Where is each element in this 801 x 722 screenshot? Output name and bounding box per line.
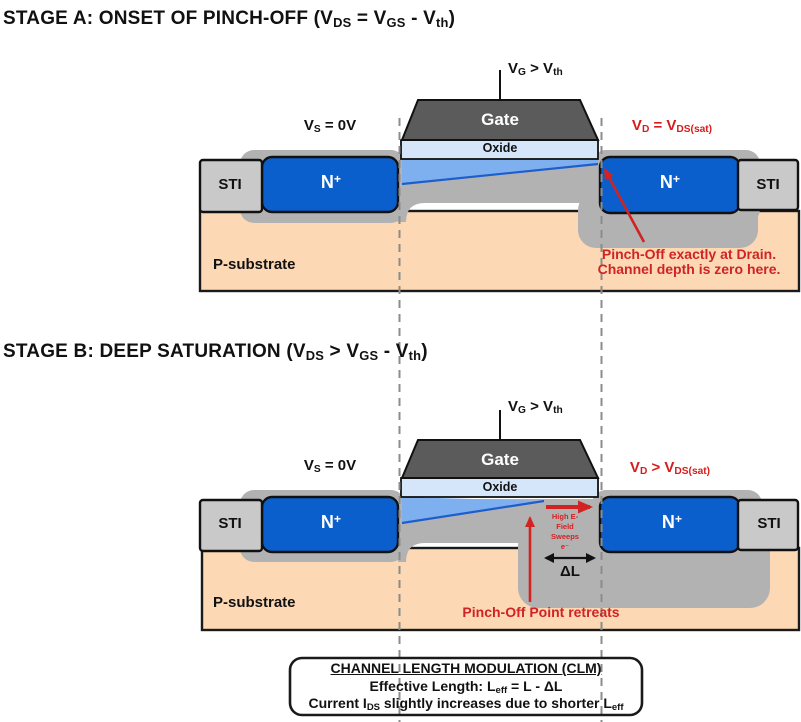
source-voltage-label-b: VS = 0V [303, 457, 357, 476]
source-voltage-label-a: VS = 0V [303, 117, 357, 136]
drain-nplus-label-b: N+ [661, 512, 683, 532]
gate-label-a: Gate [481, 110, 519, 129]
clm-effective-length-line: Effective Length: Leff = L - ΔL [369, 677, 563, 696]
channel-wedge-a [402, 159, 598, 184]
drain-nplus-label-a: N+ [659, 172, 681, 192]
stage-a-title: STAGE A: ONSET OF PINCH-OFF (VDS = VGS -… [3, 8, 456, 30]
channel-edge-b [401, 499, 545, 525]
substrate-label-b: P-substrate [213, 594, 296, 611]
clm-box-outline [288, 656, 644, 717]
source-nplus-label-a: N+ [320, 172, 342, 192]
gate-label-b: Gate [481, 450, 519, 469]
sti-right-label-a: STI [756, 176, 780, 193]
clm-box-title: CHANNEL LENGTH MODULATION (CLM) [330, 660, 602, 676]
source-nplus-label-b: N+ [320, 512, 342, 532]
channel-edge-a [401, 162, 599, 186]
sti-left-label-a: STI [218, 176, 242, 193]
pinchoff-note-b: Pinch-Off Point retreats [462, 604, 620, 620]
clm-current-line: Current IDS slightly increases due to sh… [308, 695, 624, 714]
gate-voltage-label-a: VG > Vth [508, 60, 563, 79]
oxide-label-a: Oxide [482, 141, 518, 155]
gate-a-shape [400, 99, 600, 141]
stage-b-title: STAGE B: DEEP SATURATION (VDS > VGS - Vt… [3, 341, 428, 363]
gate-b-shape [400, 439, 600, 479]
drain-voltage-label-b: VD > VDS(sat) [629, 459, 711, 478]
drain-voltage-label-a: VD = VDS(sat) [631, 117, 713, 136]
gate-voltage-label-b: VG > Vth [508, 398, 563, 417]
sti-left-label-b: STI [218, 515, 242, 532]
sti-left-b-shape [198, 498, 264, 553]
delta-l-label: ΔL [560, 563, 580, 580]
sti-left-a-shape [198, 158, 264, 214]
substrate-label-a: P-substrate [213, 256, 296, 273]
clm-box: CHANNEL LENGTH MODULATION (CLM) Effectiv… [290, 660, 642, 713]
sti-right-b-shape [736, 498, 800, 552]
oxide-label-b: Oxide [482, 480, 518, 494]
pinchoff-arrow-a [603, 168, 646, 243]
sti-right-a-shape [736, 158, 800, 212]
sti-right-label-b: STI [757, 515, 781, 532]
pinchoff-note-a: Pinch-Off exactly at Drain.Channel depth… [597, 246, 781, 277]
